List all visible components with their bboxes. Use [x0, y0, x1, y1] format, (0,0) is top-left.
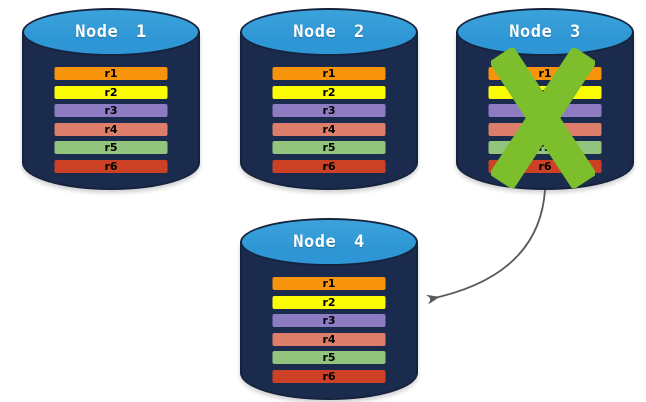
partition-r6: r6	[53, 158, 169, 174]
cylinder-top: Node 1	[22, 8, 200, 56]
partition-r5: r5	[271, 350, 387, 365]
partition-r1: r1	[271, 66, 387, 81]
partition-r4: r4	[271, 121, 387, 137]
partition-r5: r5	[271, 140, 387, 155]
partition-r4: r4	[53, 121, 169, 137]
cylinder-top: Node 3	[456, 8, 634, 56]
partition-r3: r3	[271, 103, 387, 118]
node-title: Node 2	[293, 22, 365, 42]
node-2: Node 2 r1 r2 r3 r4 r5 r6	[240, 8, 418, 190]
partition-r1: r1	[271, 276, 387, 291]
node-title: Node 4	[293, 232, 365, 252]
partition-r2: r2	[271, 294, 387, 310]
x-mark-icon	[491, 48, 595, 188]
node-1: Node 1 r1 r2 r3 r4 r5 r6	[22, 8, 200, 190]
partition-r6: r6	[271, 158, 387, 174]
partition-r5: r5	[53, 140, 169, 155]
cylinder-top: Node 2	[240, 8, 418, 56]
curved-arrow-icon	[426, 189, 546, 305]
node-4: Node 4 r1 r2 r3 r4 r5 r6	[240, 218, 418, 400]
partition-r1: r1	[53, 66, 169, 81]
partition-list: r1 r2 r3 r4 r5 r6	[53, 66, 169, 174]
partition-r3: r3	[271, 313, 387, 328]
partition-r2: r2	[53, 84, 169, 100]
cylinder-top: Node 4	[240, 218, 418, 266]
node-title: Node 1	[75, 22, 147, 42]
partition-r6: r6	[271, 368, 387, 384]
partition-list: r1 r2 r3 r4 r5 r6	[271, 66, 387, 174]
partition-r3: r3	[53, 103, 169, 118]
partition-list: r1 r2 r3 r4 r5 r6	[271, 276, 387, 384]
partition-r2: r2	[271, 84, 387, 100]
partition-r4: r4	[271, 331, 387, 347]
node-title: Node 3	[509, 22, 581, 42]
